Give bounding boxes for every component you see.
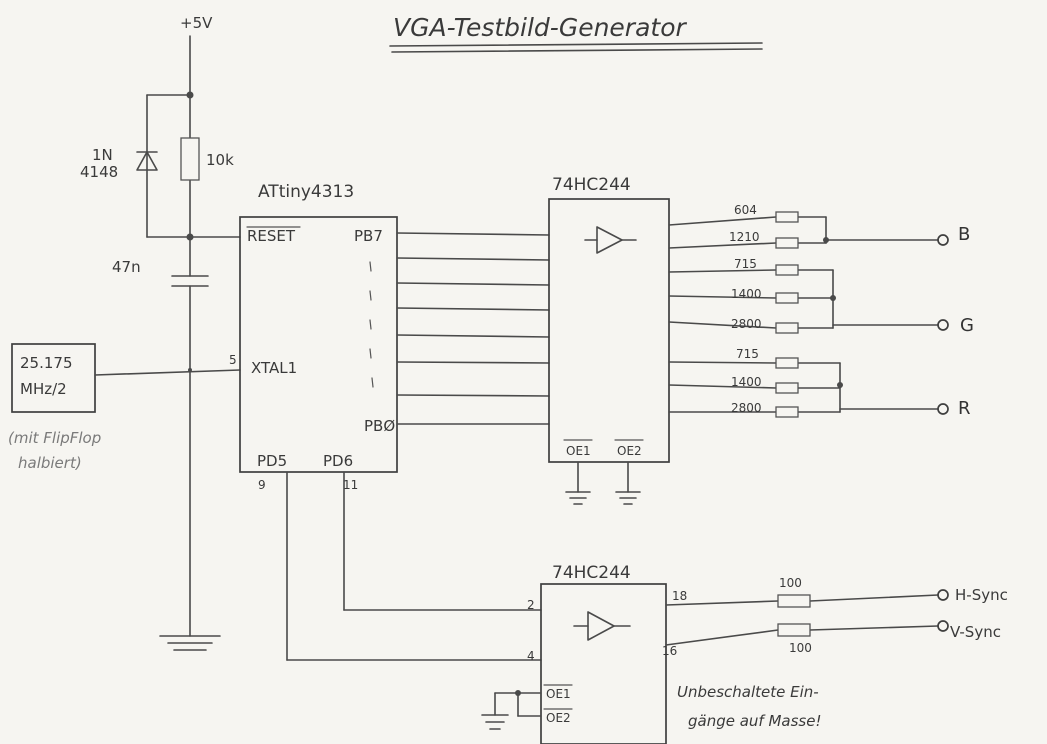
oscillator-note-2: halbiert)	[18, 454, 82, 472]
buffer2-name: 74HC244	[552, 563, 631, 583]
pullup-label: 10k	[206, 151, 234, 169]
buffer2-pin-in-b: 4	[527, 649, 535, 663]
oscillator-div: MHz/2	[20, 380, 67, 398]
hsync-terminal	[937, 589, 949, 601]
buffer1-oe2: OE2	[617, 444, 642, 458]
mcu-pd6-pin: 11	[343, 478, 358, 492]
note-line-2: gänge auf Masse!	[688, 712, 822, 730]
output-b-terminal	[937, 234, 949, 246]
mcu-pd5-pin: 9	[258, 478, 266, 492]
title-underline	[389, 42, 763, 47]
mcu-pd5-label: PD5	[257, 452, 287, 470]
buffer2-oe2: OE2	[546, 711, 571, 725]
output-b-label: B	[958, 224, 970, 245]
buffer2-symbol	[573, 611, 631, 641]
hsync-resistor	[777, 594, 811, 608]
mcu-reset-label: RESET	[247, 227, 296, 245]
mcu-pd6-label: PD6	[323, 452, 353, 470]
ground-symbol	[159, 635, 221, 651]
buffer2-oe-ground	[481, 690, 542, 730]
diode-label-2: 4148	[80, 163, 118, 181]
mcu-port-ticks	[369, 261, 374, 388]
mcu-xtal-label: XTAL1	[251, 359, 297, 377]
resistor-value: 1400	[731, 287, 762, 301]
hsync-resistor-value: 100	[779, 576, 802, 590]
xtal-wire	[94, 369, 241, 376]
buffer2-pin-out-b: 16	[662, 644, 677, 658]
oscillator-freq: 25.175	[20, 354, 73, 372]
dac-resistors	[775, 211, 799, 418]
buffer2-oe1: OE1	[546, 687, 571, 701]
output-g-label: G	[960, 315, 974, 336]
buffer2-pin-out-a: 18	[672, 589, 687, 603]
dac-wires	[668, 216, 939, 413]
mcu-name: ATtiny4313	[258, 182, 354, 202]
reset-capacitor	[171, 236, 209, 637]
resistor-value: 2800	[731, 317, 762, 331]
buffer1-symbol	[584, 226, 637, 254]
resistor-value: 604	[734, 203, 757, 217]
hsync-label: H-Sync	[955, 586, 1008, 604]
mcu-xtal-pin: 5	[229, 353, 237, 367]
buffer1-oe1: OE1	[566, 444, 591, 458]
resistor-value: 2800	[731, 401, 762, 415]
resistor-value: 1210	[729, 230, 760, 244]
buffer1-grounds	[565, 461, 641, 505]
diode-symbol	[136, 151, 158, 171]
output-g-terminal	[937, 319, 949, 331]
vsync-terminal	[937, 620, 949, 632]
sync-output-wires	[665, 594, 939, 646]
sync-wires	[286, 471, 542, 661]
buffer2-body	[540, 583, 667, 744]
buffer1-body	[548, 198, 670, 463]
mcu-pb7-label: PB7	[354, 227, 383, 245]
mcu-body	[239, 216, 398, 473]
output-r-label: R	[958, 398, 971, 419]
note-line-1: Unbeschaltete Ein-	[677, 683, 819, 701]
resistor-value: 715	[734, 257, 757, 271]
title-underline-2	[391, 48, 763, 53]
buffer1-name: 74HC244	[552, 175, 631, 195]
supply-label: +5V	[180, 14, 213, 32]
resistor-value: 715	[736, 347, 759, 361]
supply-wire	[146, 35, 241, 241]
data-bus-wires	[396, 232, 550, 425]
diode-label-1: 1N	[92, 146, 113, 164]
cap-label: 47n	[112, 258, 141, 276]
title: VGA-Testbild-Generator	[393, 13, 687, 42]
buffer2-pin-in-a: 2	[527, 598, 535, 612]
oscillator-box	[11, 343, 96, 413]
mcu-pb0-label: PBØ	[364, 417, 395, 435]
pullup-resistor	[180, 137, 200, 181]
vsync-label: V-Sync	[950, 623, 1001, 641]
output-r-terminal	[937, 403, 949, 415]
vsync-resistor-value: 100	[789, 641, 812, 655]
oscillator-note-1: (mit FlipFlop	[8, 429, 101, 447]
resistor-value: 1400	[731, 375, 762, 389]
vsync-resistor	[777, 623, 811, 637]
